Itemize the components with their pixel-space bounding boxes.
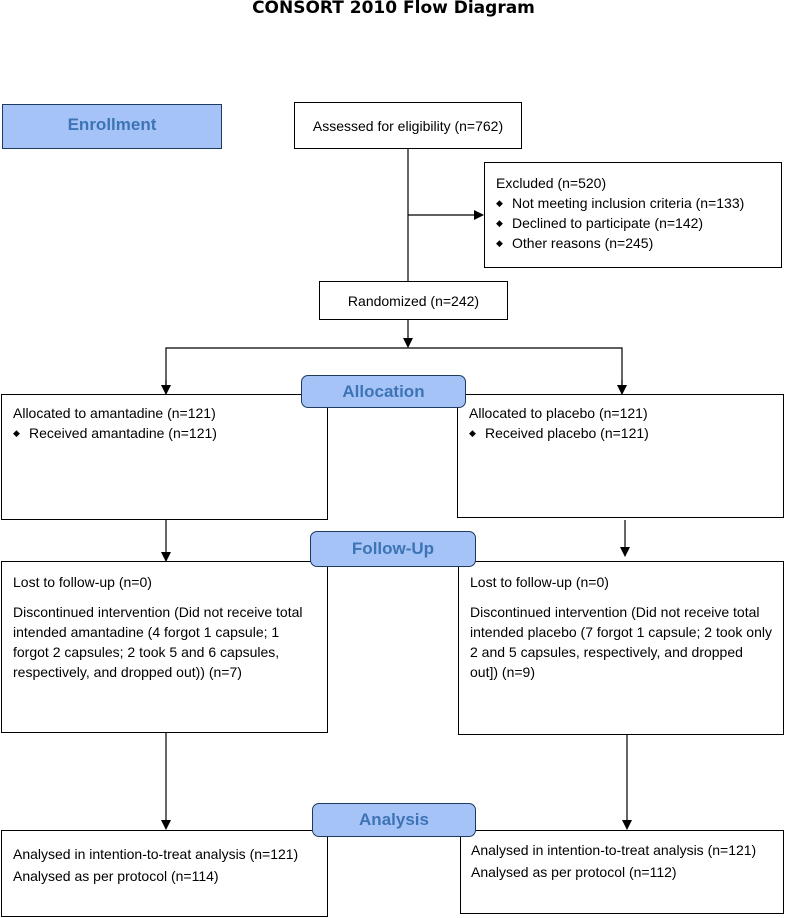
randomized-box: Randomized (n=242) (319, 281, 508, 320)
left-received-text: Received amantadine (n=121) (29, 425, 217, 441)
right-received-item: ◆ Received placebo (n=121) (469, 423, 773, 443)
allocation-label: Allocation (301, 375, 466, 408)
analysis-label: Analysis (312, 803, 476, 837)
right-analysis-box: Analysed in intention-to-treat analysis … (460, 830, 784, 914)
bullet-icon: ◆ (496, 198, 503, 208)
excluded-header: Excluded (n=520) (496, 175, 607, 191)
right-itt-text: Analysed in intention-to-treat analysis … (471, 842, 757, 858)
bullet-icon: ◆ (496, 218, 503, 228)
allocation-split-line (165, 347, 623, 393)
left-allocation-box: Allocated to amantadine (n=121) ◆ Receiv… (1, 394, 328, 520)
bullet-icon: ◆ (496, 238, 503, 248)
excluded-item: ◆ Other reasons (n=245) (496, 233, 771, 253)
left-followup-box: Lost to follow-up (n=0) Discontinued int… (1, 561, 328, 733)
left-allocated-text: Allocated to amantadine (n=121) (13, 405, 216, 421)
right-received-text: Received placebo (n=121) (485, 425, 649, 441)
right-followup-box: Lost to follow-up (n=0) Discontinued int… (458, 561, 784, 735)
bullet-icon: ◆ (13, 428, 20, 438)
assessed-box: Assessed for eligibility (n=762) (294, 102, 522, 149)
enrollment-label: Enrollment (2, 104, 222, 149)
right-allocated-text: Allocated to placebo (n=121) (469, 405, 648, 421)
left-discontinued-text: Discontinued intervention (Did not recei… (13, 604, 303, 680)
excluded-item-label: Declined to participate (n=142) (512, 215, 704, 231)
followup-label: Follow-Up (310, 531, 476, 567)
left-pp-text: Analysed as per protocol (n=114) (13, 868, 219, 884)
left-lost-text: Lost to follow-up (n=0) (13, 574, 152, 590)
left-itt-text: Analysed in intention-to-treat analysis … (13, 846, 299, 862)
right-pp-text: Analysed as per protocol (n=112) (471, 864, 677, 880)
excluded-item-label: Not meeting inclusion criteria (n=133) (512, 195, 745, 211)
left-analysis-box: Analysed in intention-to-treat analysis … (1, 830, 328, 917)
excluded-box: Excluded (n=520) ◆ Not meeting inclusion… (484, 162, 782, 268)
excluded-item: ◆ Not meeting inclusion criteria (n=133) (496, 193, 771, 213)
right-allocation-box: Allocated to placebo (n=121) ◆ Received … (457, 394, 784, 518)
right-lost-text: Lost to follow-up (n=0) (470, 574, 609, 590)
left-received-item: ◆ Received amantadine (n=121) (13, 423, 317, 443)
bullet-icon: ◆ (469, 428, 476, 438)
right-discontinued-text: Discontinued intervention (Did not recei… (470, 604, 772, 680)
excluded-item: ◆ Declined to participate (n=142) (496, 213, 771, 233)
excluded-item-label: Other reasons (n=245) (512, 235, 654, 251)
diagram-title: CONSORT 2010 Flow Diagram (252, 0, 535, 18)
